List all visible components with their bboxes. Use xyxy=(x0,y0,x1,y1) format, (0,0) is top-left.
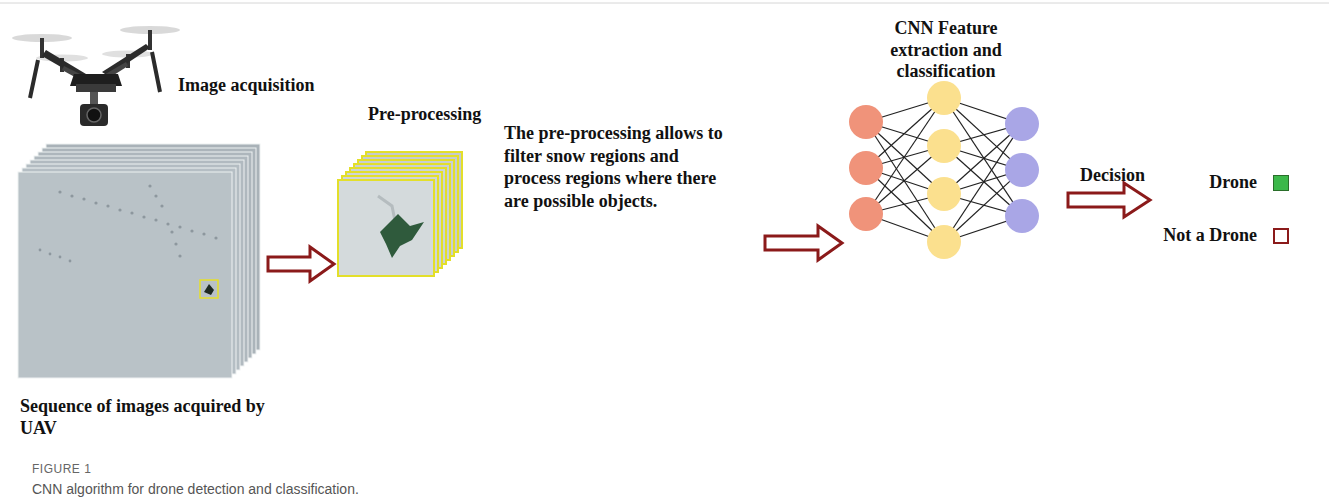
image-sequence: Sequence of images acquired by UAV xyxy=(18,142,264,378)
preprocessed-stack xyxy=(338,152,462,276)
node-label: Sequence of images acquired by UAV xyxy=(20,396,270,439)
legend-text: Not a Drone xyxy=(1163,225,1257,247)
neural-network xyxy=(849,81,1039,259)
preprocessing-stack: Pre-processing xyxy=(338,148,466,276)
node-label: Pre-processing xyxy=(368,104,528,126)
decision-arrow xyxy=(1068,183,1150,217)
legend-row: Drone xyxy=(1209,172,1289,194)
drone-picture xyxy=(12,26,180,126)
flow-arrow xyxy=(765,226,842,260)
block-arrow xyxy=(268,247,334,281)
image-stack xyxy=(18,144,260,378)
note-text: The pre-processing allows to filter snow… xyxy=(504,122,736,212)
legend-swatch xyxy=(1273,175,1289,191)
legend-row: Not a Drone xyxy=(1163,225,1289,247)
cnn-network: CNN Feature extraction and classificatio… xyxy=(848,80,1044,278)
node-label: CNN Feature extraction and classificatio… xyxy=(881,18,1011,83)
legend-text: Drone xyxy=(1209,172,1257,194)
caption: CNN algorithm for drone detection and cl… xyxy=(32,481,359,497)
arrow-label: Decision xyxy=(1080,164,1170,187)
legend-swatch xyxy=(1273,228,1289,244)
figure-number: FIGURE 1 xyxy=(32,462,232,477)
top-rule xyxy=(0,3,1329,4)
illustration-label: Image acquisition xyxy=(178,74,348,97)
